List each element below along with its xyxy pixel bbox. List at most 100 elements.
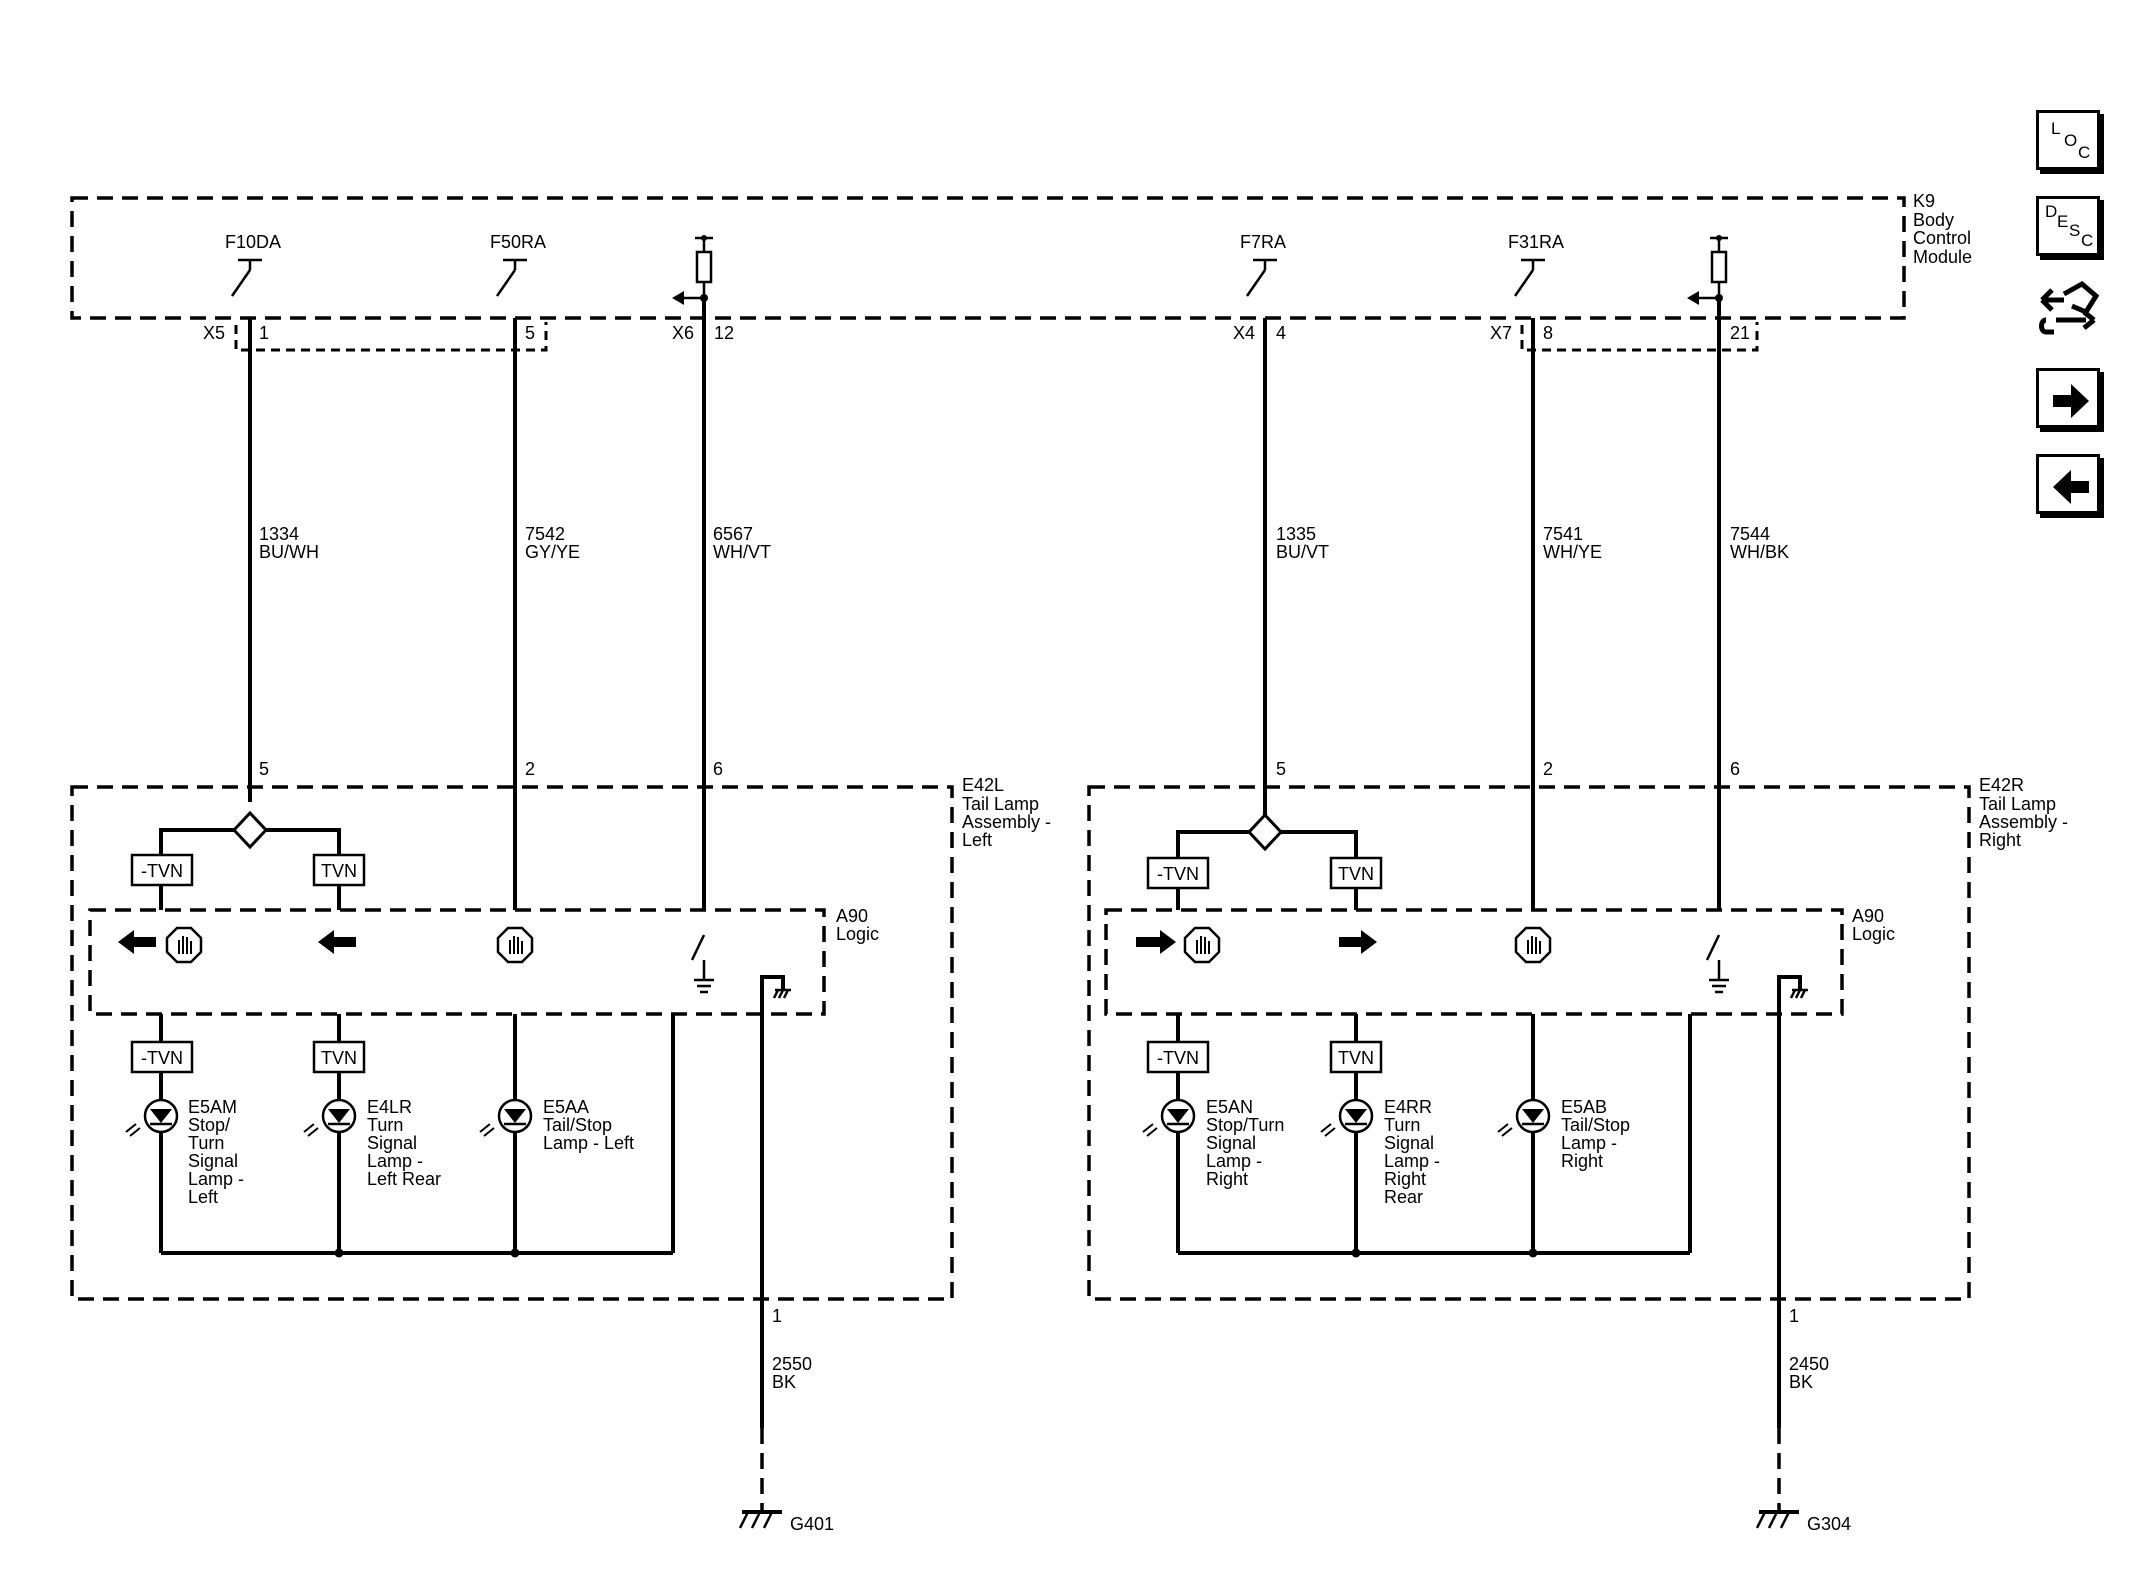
- output-label: F7RA: [1240, 232, 1286, 252]
- wire-circuit: 1335: [1276, 524, 1316, 544]
- connector-label: X7: [1490, 323, 1512, 343]
- wire-circuit: 1334: [259, 524, 299, 544]
- pin-label: 1: [772, 1306, 782, 1326]
- tvn-box: [1146, 1040, 1210, 1074]
- arrow-left-icon: [2053, 470, 2089, 504]
- chassis-ground-icon: [738, 1510, 782, 1529]
- loc-letter: L: [2051, 119, 2061, 138]
- pin-label: 21: [1730, 323, 1750, 343]
- left-assembly-name-3: Left: [962, 830, 992, 850]
- chassis-ground-icon: [772, 988, 791, 999]
- output-label: F31RA: [1508, 232, 1564, 252]
- desc-letter: E: [2057, 212, 2069, 231]
- led-icon: [1142, 1098, 1196, 1137]
- led-icon: [125, 1098, 179, 1137]
- lamp-desc: Turn: [1384, 1115, 1420, 1135]
- wire-color: BU/WH: [259, 542, 319, 562]
- tvn-label: -TVN: [141, 1048, 183, 1068]
- bcm-box: [70, 196, 1906, 320]
- next-page-button[interactable]: [2036, 368, 2100, 428]
- led-icon: [1497, 1098, 1551, 1137]
- lamp-desc: Stop/Turn: [1206, 1115, 1284, 1135]
- desc-letter: C: [2081, 231, 2094, 250]
- lamp-desc: Lamp -: [367, 1151, 423, 1171]
- wire-color: BU/VT: [1276, 542, 1329, 562]
- pin-label: 5: [259, 759, 269, 779]
- tvn-label: TVN: [1338, 1048, 1374, 1068]
- connector-label: X6: [672, 323, 694, 343]
- desc-button[interactable]: D E S C: [2036, 196, 2100, 256]
- arrow-left-icon: [318, 930, 356, 954]
- arrow-right-icon: [2053, 384, 2089, 418]
- lamp-desc: Left Rear: [367, 1169, 441, 1189]
- logic-name: Logic: [1852, 924, 1895, 944]
- lamp-desc: Lamp -: [188, 1169, 244, 1189]
- connector-label: X4: [1233, 323, 1255, 343]
- tvn-box: [130, 1040, 194, 1074]
- output-label: F10DA: [225, 232, 281, 252]
- lamp-id: E5AM: [188, 1097, 237, 1117]
- bcm-name-2: Control: [1913, 228, 1971, 248]
- wire-color: WH/VT: [713, 542, 771, 562]
- left-assembly-id: E42L: [962, 775, 1004, 795]
- right-assembly-box: [1087, 785, 1971, 1301]
- pin-label: 6: [713, 759, 723, 779]
- pin-label: 8: [1543, 323, 1553, 343]
- tvn-label: TVN: [1338, 864, 1374, 884]
- wire-circuit: 2550: [772, 1354, 812, 1374]
- stop-hand-icon: [1514, 926, 1552, 964]
- connector-x7-outline: [1520, 322, 1759, 352]
- lamp-desc: Lamp -: [1206, 1151, 1262, 1171]
- wire-circuit: 7542: [525, 524, 565, 544]
- led-icon: [479, 1098, 533, 1137]
- connector-label: X5: [203, 323, 225, 343]
- tvn-box: [1329, 856, 1383, 890]
- loc-button[interactable]: L O C: [2036, 110, 2100, 170]
- logic-id: A90: [836, 906, 868, 926]
- loc-letter: O: [2064, 131, 2078, 150]
- wire-color: WH/BK: [1730, 542, 1789, 562]
- bcm-name-3: Module: [1913, 247, 1972, 267]
- pin-label: 5: [525, 323, 535, 343]
- lamp-id: E5AB: [1561, 1097, 1607, 1117]
- lamp-desc: Stop/: [188, 1115, 230, 1135]
- desc-letter: S: [2069, 221, 2081, 240]
- resistor-input-icon: [1687, 235, 1728, 305]
- prev-page-button[interactable]: [2036, 454, 2100, 514]
- lamp-desc: Lamp - Left: [543, 1133, 634, 1153]
- tvn-label: TVN: [321, 861, 357, 881]
- output-label: F50RA: [490, 232, 546, 252]
- pin-label: 6: [1730, 759, 1740, 779]
- output-switch-icon: [495, 258, 527, 297]
- wire-color: BK: [1789, 1372, 1813, 1392]
- tvn-box: [130, 853, 194, 887]
- connector-swap-icon[interactable]: [2036, 276, 2106, 342]
- splice-diamond: [1246, 812, 1284, 852]
- logic-box-left: [88, 908, 826, 1016]
- output-switch-icon: [1245, 258, 1277, 297]
- lamp-desc: Tail/Stop: [1561, 1115, 1630, 1135]
- wire-circuit: 6567: [713, 524, 753, 544]
- lamp-desc: Turn: [188, 1133, 224, 1153]
- stop-hand-icon: [165, 926, 203, 964]
- loc-letter: C: [2078, 143, 2091, 162]
- wire-color: GY/YE: [525, 542, 580, 562]
- lamp-desc: Right: [1206, 1169, 1248, 1189]
- desc-letter: D: [2045, 202, 2058, 221]
- output-switch-icon: [1513, 258, 1545, 297]
- ground-label: G304: [1807, 1514, 1851, 1534]
- pin-label: 4: [1276, 323, 1286, 343]
- tvn-label: -TVN: [141, 861, 183, 881]
- lamp-desc: Lamp -: [1384, 1151, 1440, 1171]
- left-assembly-box: [70, 785, 954, 1301]
- ground-label: G401: [790, 1514, 834, 1534]
- left-assembly-name-1: Tail Lamp: [962, 794, 1039, 814]
- lamp-id: E4LR: [367, 1097, 412, 1117]
- wire-color: BK: [772, 1372, 796, 1392]
- output-switch-icon: [230, 258, 262, 297]
- resistor-input-icon: [672, 235, 713, 305]
- lamp-desc: Signal: [1384, 1133, 1434, 1153]
- wire-circuit: 7541: [1543, 524, 1583, 544]
- bcm-name-1: Body: [1913, 210, 1954, 230]
- right-assembly-name-2: Assembly -: [1979, 812, 2068, 832]
